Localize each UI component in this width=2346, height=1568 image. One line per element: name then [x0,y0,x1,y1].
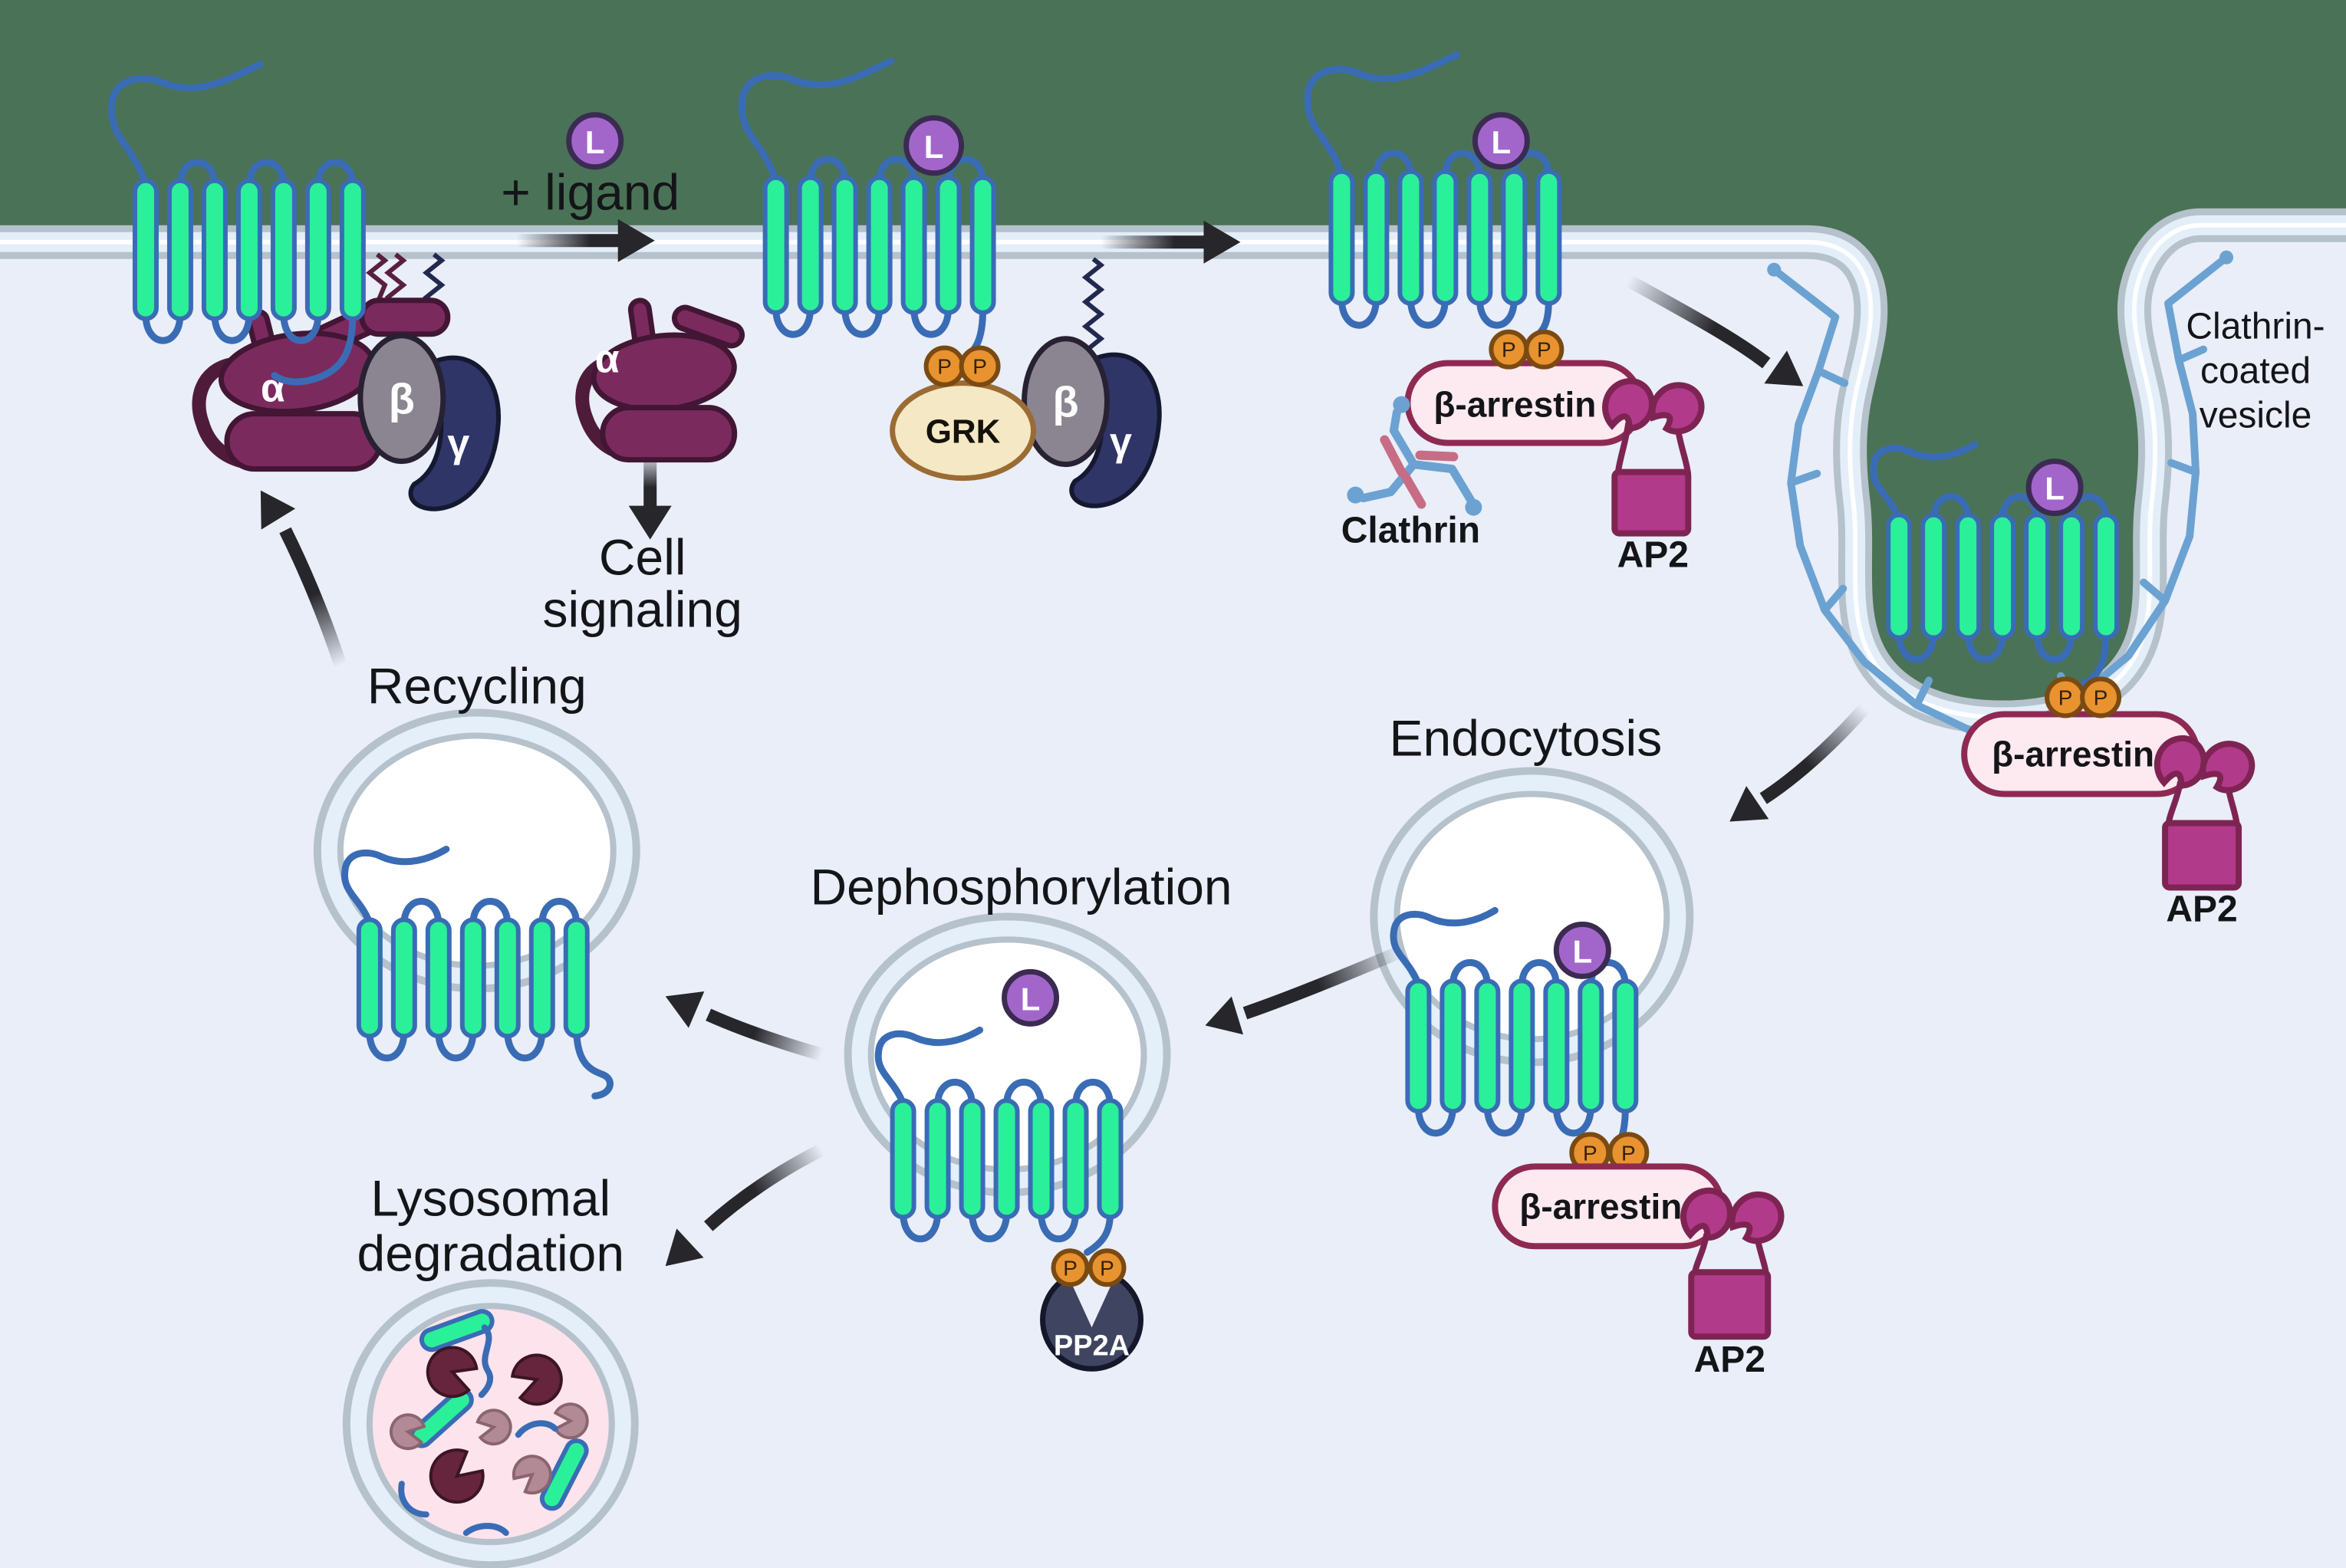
arrow-dephosphorylation-to-recycling [665,991,824,1061]
phosphate-letter: P [2058,686,2073,710]
pp2a-notch [1067,1274,1117,1328]
scene-recycling: Recycling [341,658,614,1100]
gpcr-receptor [1870,441,2120,688]
gpcr-receptor [874,1026,1124,1256]
beta-arrestin-label: β-arrestin [1992,735,2154,774]
beta-arrestin: β-arrestin [1961,711,2201,797]
gamma-label: γ [447,422,469,466]
clathrin-triskelion [1347,396,1482,516]
ligand-letter: L [924,129,944,165]
ap2-label: AP2 [1617,535,1689,576]
gpcr-receptor [341,845,614,1100]
label-lysosomal-2: degradation [357,1224,624,1281]
ap2-complex: AP2 [1680,1187,1785,1380]
phosphate-letter: P [1621,1141,1636,1165]
label-plus-ligand: + ligand [501,164,679,221]
label-endocytosis: Endocytosis [1390,710,1663,767]
scene-endocytosis: Endocytosis P P L β-arrestin AP2 [1390,710,1785,1380]
phosphate [959,345,1001,387]
phosphate-letter: P [1537,338,1551,362]
arrow-dephosphorylation-to-lysosome [665,1143,825,1267]
ap2-label: AP2 [2166,889,2237,929]
grk-kinase: GRK [890,380,1037,482]
scene-arrestin-recruitment: β-arrestin AP2 Clathrin P P L [1304,51,1705,576]
label-recycling: Recycling [367,658,587,715]
clathrin-label: Clathrin [1341,511,1480,551]
label-cell-signaling-1: Cell [599,529,686,586]
label-lysosomal-1: Lysosomal [370,1169,610,1226]
label-clathrin-vesicle-1: Clathrin- [2186,307,2325,347]
gpcr-receptor [738,58,996,364]
ligand-letter: L [1492,124,1512,160]
phosphate-letter: P [1583,1141,1597,1165]
beta-label: β [389,375,415,423]
arrow-to-arrestin-stage [1101,220,1241,264]
arrow-to-clathrin-pit [1625,274,1804,386]
phosphate-letter: P [972,355,987,379]
gamma-label: γ [1110,420,1132,465]
label-clathrin-vesicle-2: coated [2200,351,2311,392]
ligand-bound [903,115,965,176]
beta-arrestin-label: β-arrestin [1433,385,1596,425]
scene-cell-signaling: α Cell signaling [543,297,745,638]
scene-inactive-gpcr: α β γ [108,61,501,511]
beta-label: β [1052,378,1078,426]
scene-grk-phosphorylation: β γ GRK P P L [738,58,1162,508]
arrow-pit-to-endocytosis [1729,703,1870,822]
extracellular-space [0,0,2346,718]
phosphate-letter: P [1063,1256,1078,1280]
phosphate [1051,1248,1090,1287]
label-cell-signaling-2: signaling [543,581,742,638]
phosphate-letter: P [2094,686,2108,710]
arrow-plus-ligand [516,219,655,262]
g-protein-beta-gamma: β γ [1022,336,1162,508]
ligand-bound [1472,112,1530,170]
ligand-free: L + ligand [501,112,679,221]
g-protein-alpha-free: α [575,297,745,463]
beta-arrestin-label: β-arrestin [1519,1186,1682,1226]
phosphate [1087,1248,1127,1287]
ap2-complex: AP2 [1602,378,1705,576]
gpcr-receptor [1304,51,1562,341]
beta-arrestin: β-arrestin [1404,360,1644,446]
phosphate-letter: P [1502,338,1516,362]
g-protein-beta-gamma: β γ [357,333,501,511]
phosphate-letter: P [937,355,952,379]
ap2-complex: AP2 [2154,735,2256,929]
scene-dephosphorylation: Dephosphorylation L PP2A P P [811,858,1232,1372]
phosphate [2080,676,2122,718]
grk-label: GRK [926,413,1001,451]
ligand-letter: L [1573,933,1593,969]
label-dephosphorylation: Dephosphorylation [811,858,1232,915]
pp2a-label: PP2A [1054,1330,1130,1362]
pp2a-phosphatase: PP2A [1040,1267,1144,1372]
ligand-released [1002,968,1060,1027]
label-clathrin-vesicle-3: vesicle [2200,396,2312,436]
ap2-label: AP2 [1694,1340,1765,1380]
gpcr-receptor [108,61,366,386]
ligand-letter: L [585,124,605,160]
lysosome-contents [389,1309,589,1537]
arrow-endocytosis-to-dephosphorylation [1205,945,1403,1035]
ligand-bound [2025,459,2084,517]
arrow-recycling-to-membrane [260,490,347,668]
gpcr-receptor [1390,906,1639,1155]
phosphate [1524,329,1565,370]
phosphate-letter: P [1100,1256,1114,1280]
ligand-bound [1553,921,1611,979]
ligand-letter: L [2045,471,2065,507]
ligand-letter: L [1021,981,1041,1017]
alpha-label: α [595,337,620,382]
scene-clathrin-pit: β-arrestin AP2 P P L Clathrin- coated ve… [1870,307,2325,929]
